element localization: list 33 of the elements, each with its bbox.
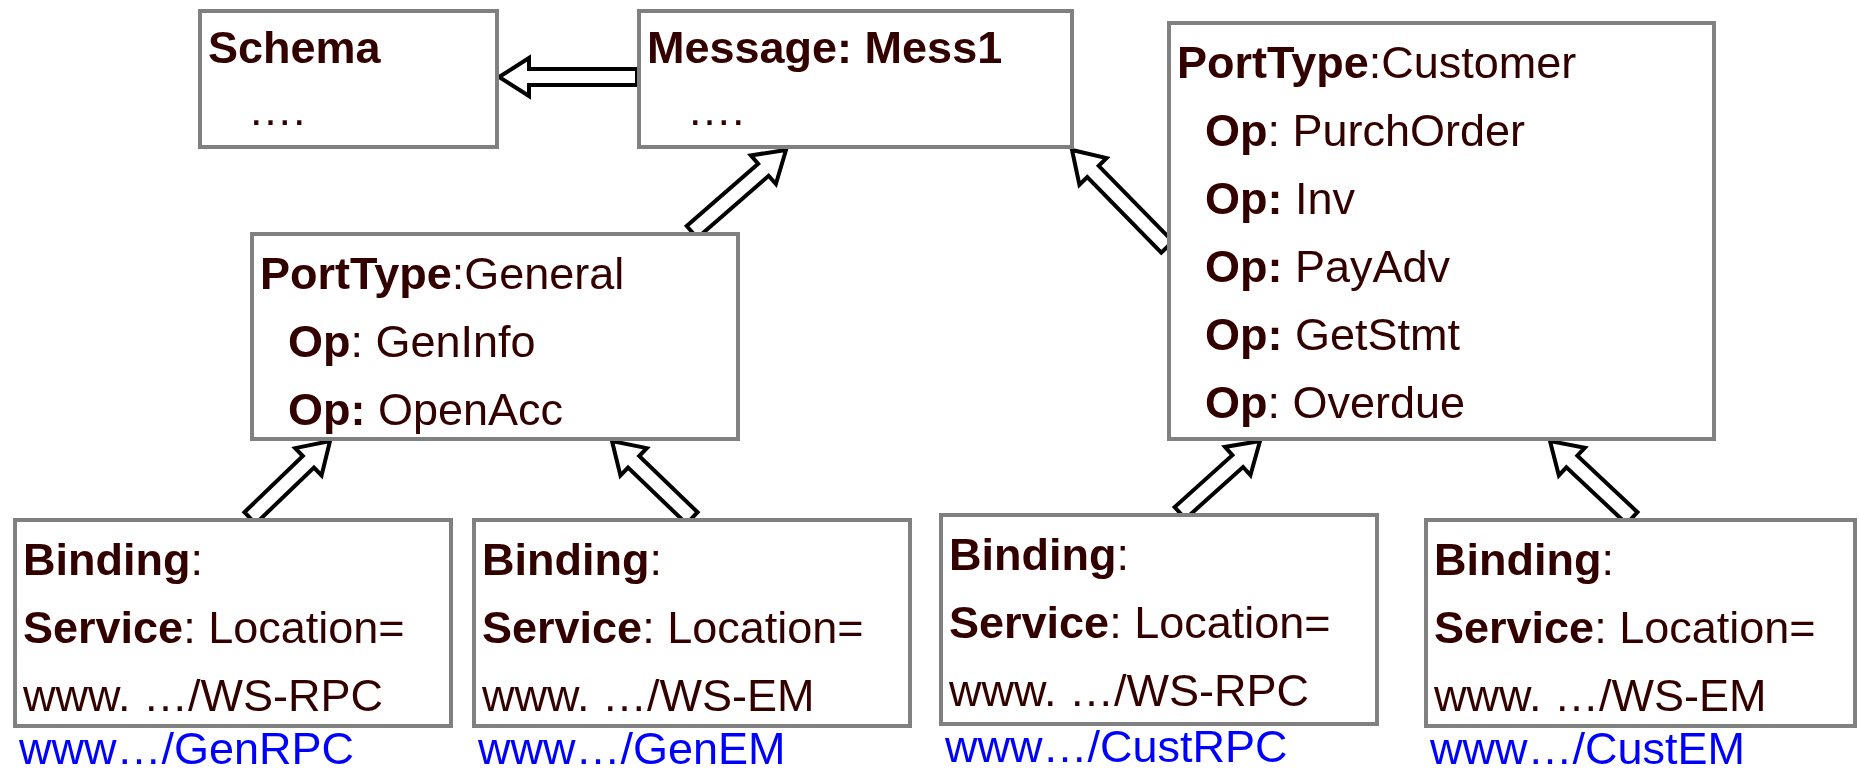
body-text: www. …/WS-RPC	[949, 664, 1310, 718]
body-text: Op: Inv	[1204, 172, 1357, 226]
body-text: www. …/WS-EM	[1434, 669, 1768, 723]
text-box	[198, 9, 499, 149]
body-text: ….	[686, 83, 746, 137]
body-text: Op: PurchOrder	[1204, 104, 1527, 158]
heading-text: Schema	[208, 21, 382, 75]
text-box	[637, 9, 1074, 149]
heading-text: Binding:	[949, 528, 1130, 582]
body-text: Op: OpenAcc	[287, 383, 565, 437]
body-text: Service: Location=	[482, 601, 865, 655]
url-label: www…/GenRPC	[19, 726, 355, 772]
text-box	[250, 232, 740, 441]
heading-text: Binding:	[23, 533, 204, 587]
heading-text: PortType:General	[260, 247, 626, 301]
heading-text: Binding:	[482, 533, 663, 587]
body-text: Op: PayAdv	[1204, 240, 1452, 294]
body-text: www. …/WS-RPC	[23, 669, 384, 723]
body-text: ….	[247, 83, 307, 137]
url-label: www…/CustEM	[1430, 726, 1746, 772]
heading-text: Binding:	[1434, 533, 1615, 587]
text-box	[1167, 21, 1716, 441]
body-text: www. …/WS-EM	[482, 669, 816, 723]
body-text: Op: GetStmt	[1204, 308, 1462, 362]
url-label: www…/CustRPC	[945, 724, 1288, 770]
body-text: Service: Location=	[1434, 601, 1817, 655]
body-text: Op: Overdue	[1204, 376, 1467, 430]
heading-text: Message: Mess1	[647, 21, 1004, 75]
heading-text: PortType:Customer	[1177, 36, 1578, 90]
body-text: Op: GenInfo	[287, 315, 537, 369]
body-text: Service: Location=	[949, 596, 1332, 650]
url-label: www…/GenEM	[478, 726, 786, 772]
body-text: Service: Location=	[23, 601, 406, 655]
